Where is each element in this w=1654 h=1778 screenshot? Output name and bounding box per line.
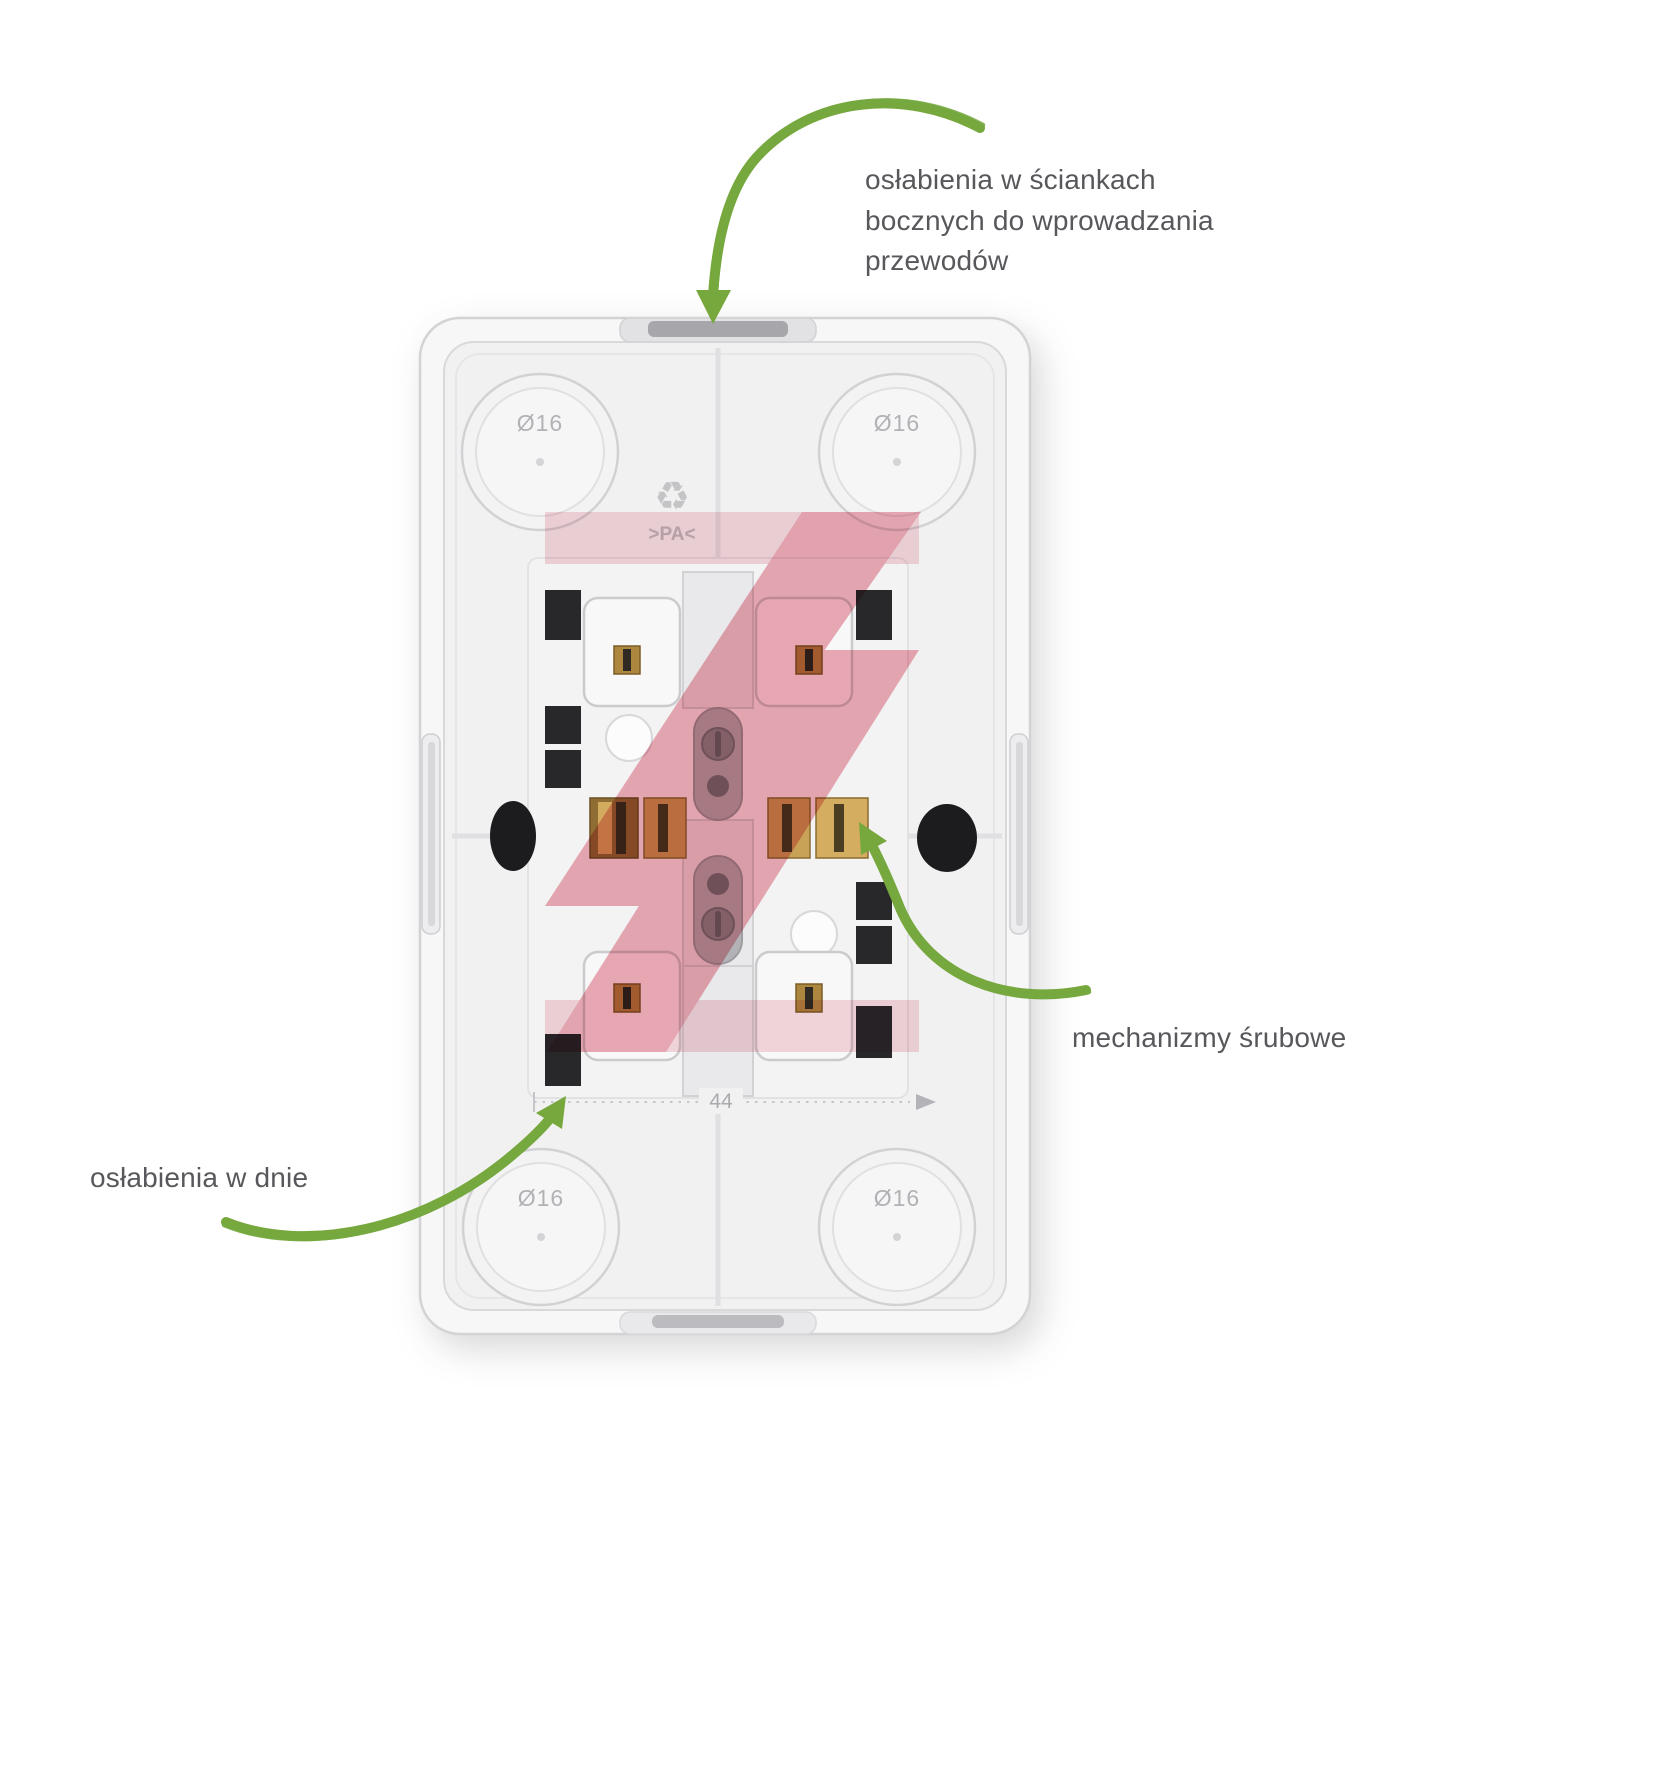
arrowhead-right (859, 822, 887, 855)
knockout-center-dot (893, 458, 901, 466)
annotation-bottom-weakenings: osłabienia w dnie (90, 1158, 308, 1199)
side-slot-left-line (428, 742, 435, 926)
fixing-hole-right (790, 910, 838, 958)
contact-slot-mid-left-2 (545, 750, 581, 788)
annotation-arrows (221, 98, 1092, 1242)
annotation-side-walls-line1: osłabienia w ściankach (865, 164, 1156, 195)
knockout-inner-disc (476, 1162, 606, 1292)
knockout-diameter-label: Ø16 (517, 410, 563, 436)
annotation-screw-mechanisms-label: mechanizmy śrubowe (1072, 1022, 1347, 1053)
contact-slot-mid-right-1 (856, 882, 892, 920)
knockout-inner-disc (832, 1162, 962, 1292)
arrow-bottom-weakening (221, 1096, 566, 1242)
recycling-icon: ♻ (654, 475, 690, 519)
dimension-arrow-right (916, 1094, 936, 1110)
annotation-side-walls-line3: przewodów (865, 245, 1009, 277)
knockout-diameter-label: Ø16 (874, 410, 920, 436)
knockout-center-dot (537, 1233, 545, 1241)
wire-entry-slot-top (648, 321, 788, 337)
annotation-screw-mechanisms: mechanizmy śrubowe (1072, 1018, 1346, 1059)
arrowhead-bottom-left (536, 1096, 566, 1129)
knockout-inner-disc (475, 387, 605, 517)
arrow-top-weakening (696, 98, 986, 324)
screw-terminal-right-outer (815, 797, 869, 859)
knockout-inner-disc (832, 387, 962, 517)
contact-slot-top-left (545, 590, 581, 640)
fixing-hole-left (605, 714, 653, 762)
side-slot-right-line (1016, 742, 1023, 926)
dimension-44: 44 (533, 1088, 936, 1114)
brass-contact-top-left (613, 645, 641, 675)
knockout-circle-top-right: Ø16 (817, 372, 977, 532)
watermark-stripe-1 (545, 512, 921, 906)
wire-hole-left (490, 801, 536, 871)
knockout-center-dot (893, 1233, 901, 1241)
box-inner-rim-line (455, 353, 995, 1299)
knockout-diameter-label: Ø16 (874, 1185, 920, 1211)
wire-hole-right (917, 804, 977, 872)
watermark-lightning (545, 512, 921, 1052)
wire-entry-weakening-top (619, 317, 817, 343)
contact-slot-mid-right-2 (856, 926, 892, 964)
dimension-label: 44 (709, 1090, 733, 1113)
arrowhead-top (696, 290, 731, 324)
knockout-circle-bottom-right: Ø16 (817, 1147, 977, 1307)
knockout-circle-bottom-left: Ø16 (461, 1147, 621, 1307)
annotation-bottom-weakenings-label: osłabienia w dnie (90, 1162, 309, 1193)
side-wall-weakening-right (1009, 733, 1029, 935)
watermark-stripe-2 (547, 650, 919, 1052)
knockout-diameter-label: Ø16 (518, 1185, 564, 1211)
knockout-circle-top-left: Ø16 (460, 372, 620, 532)
knockout-center-dot (536, 458, 544, 466)
wire-entry-weakening-bottom (619, 1311, 817, 1335)
arrow-screw-mechanisms (859, 822, 1092, 1000)
contact-slot-mid-left-1 (545, 706, 581, 744)
annotation-side-walls: osłabienia w ściankach bocznych do wprow… (865, 160, 1214, 282)
side-wall-weakening-left (421, 733, 441, 935)
annotation-side-walls-line2: bocznych do wprowadzania (865, 204, 1214, 236)
contact-slot-top-right (856, 590, 892, 640)
dimension-label-backing (699, 1088, 743, 1114)
wire-entry-slot-bottom (652, 1315, 784, 1328)
